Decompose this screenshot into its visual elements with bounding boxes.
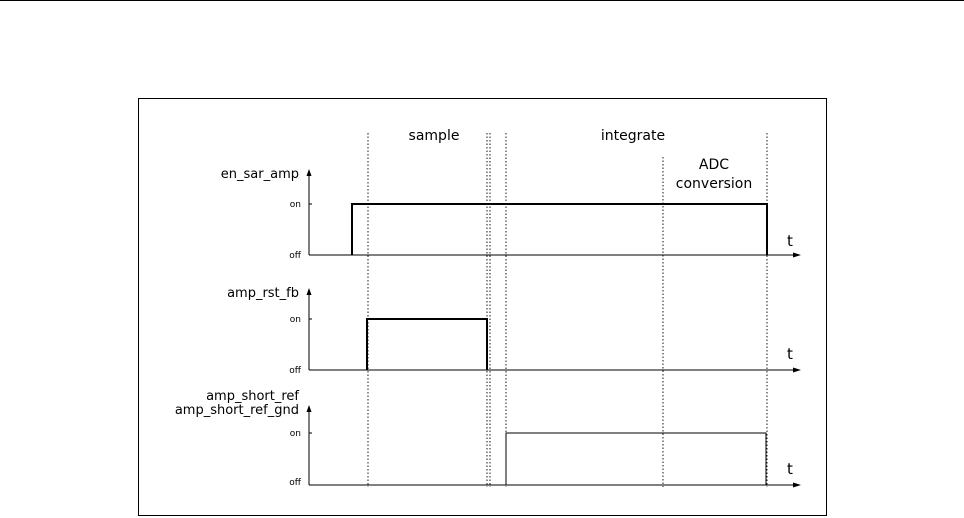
y-axis-arrow-icon — [306, 288, 312, 295]
phase-label-integrate: integrate — [601, 128, 665, 144]
signal-name-line-2: amp_short_ref_gnd — [175, 403, 299, 418]
phase-label-adc: ADC — [699, 157, 729, 173]
time-label: t — [787, 232, 793, 250]
waveform — [351, 203, 768, 255]
off-level-label: off — [289, 366, 302, 376]
signal-name-line-1: amp_short_ref — [206, 389, 299, 404]
signal-name: en_sar_amp — [221, 167, 299, 182]
signal-amp-rst-fb: amp_rst_fb on off t — [227, 286, 801, 376]
diagram-frame — [138, 98, 827, 516]
phase-label-conversion: conversion — [676, 176, 752, 192]
off-level-label: off — [289, 251, 302, 261]
time-axis-arrow-icon — [793, 252, 801, 258]
time-label: t — [787, 460, 793, 478]
off-level-label: off — [289, 478, 302, 488]
signal-en-sar-amp: en_sar_amp on off t — [221, 167, 801, 261]
time-label: t — [787, 345, 793, 363]
top-rule — [0, 0, 964, 1]
time-axis-arrow-icon — [793, 367, 801, 373]
time-axis-arrow-icon — [793, 482, 801, 488]
signal-amp-short-ref: amp_short_ref amp_short_ref_gnd on off t — [175, 389, 801, 488]
waveform — [366, 318, 488, 370]
y-axis-arrow-icon — [306, 169, 312, 176]
waveform — [505, 432, 767, 485]
signal-name: amp_rst_fb — [227, 286, 299, 301]
on-level-label: on — [290, 429, 301, 439]
y-axis-arrow-icon — [306, 405, 312, 412]
phase-label-sample: sample — [409, 128, 460, 144]
on-level-label: on — [290, 200, 301, 210]
on-level-label: on — [290, 315, 301, 325]
